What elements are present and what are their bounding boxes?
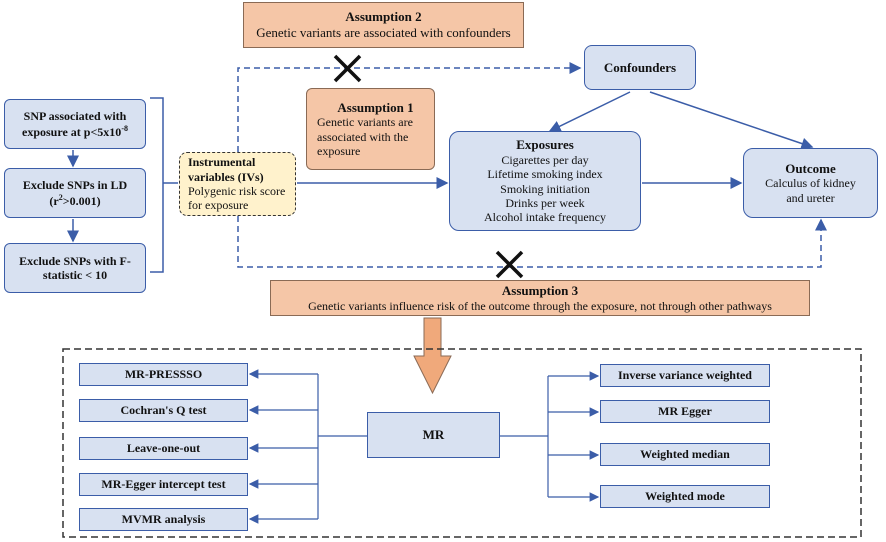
snp-step-2: Exclude SNPs in LD (r2>0.001) bbox=[4, 168, 146, 218]
snp-step-1: SNP associated with exposure at p<5x10-8 bbox=[4, 99, 146, 149]
dashed-path-bottom bbox=[237, 216, 827, 268]
arrow-confounders-exposures bbox=[548, 91, 631, 132]
method-ivw: Inverse variance weighted bbox=[600, 364, 770, 387]
exposures-title: Exposures bbox=[516, 137, 574, 153]
assumption-3-box: Assumption 3 Genetic variants influence … bbox=[270, 280, 810, 316]
method-cochrans-q: Cochran's Q test bbox=[79, 399, 248, 422]
exposure-item: Smoking initiation bbox=[500, 181, 590, 196]
assumption-2-text: Genetic variants are associated with con… bbox=[256, 25, 511, 40]
method-weighted-mode: Weighted mode bbox=[600, 485, 770, 508]
snp-step-2-sup: 2 bbox=[58, 192, 63, 202]
exposure-item: Drinks per week bbox=[505, 195, 585, 210]
snp-step-1-exp: -8 bbox=[121, 123, 128, 133]
assumption-2-box: Assumption 2 Genetic variants are associ… bbox=[243, 2, 524, 48]
ivs-box: Instrumental variables (IVs) Polygenic r… bbox=[179, 152, 296, 216]
down-arrow-to-mr bbox=[413, 317, 452, 395]
ivs-text: Polygenic risk score for exposure bbox=[188, 184, 286, 213]
arrow-confounders-outcome bbox=[649, 91, 814, 150]
snp-step-2-rest: >0.001) bbox=[62, 193, 101, 208]
dashed-path-top bbox=[237, 62, 582, 152]
assumption-3-title: Assumption 3 bbox=[501, 283, 579, 298]
snp-step-2-text: Exclude SNPs in LD bbox=[22, 178, 128, 193]
method-mr-egger: MR Egger bbox=[600, 400, 770, 423]
snp-step-3: Exclude SNPs with F-statistic < 10 bbox=[4, 243, 146, 293]
cross-mark-bottom bbox=[495, 250, 524, 279]
outcome-title: Outcome bbox=[785, 160, 836, 176]
assumption-1-box: Assumption 1 Genetic variants are associ… bbox=[306, 88, 435, 170]
method-mr-presso: MR-PRESSSO bbox=[79, 363, 248, 386]
exposure-item: Alcohol intake frequency bbox=[484, 210, 606, 225]
method-leave-one-out: Leave-one-out bbox=[79, 437, 248, 460]
method-mvmr: MVMR analysis bbox=[79, 508, 248, 531]
exposure-item: Cigarettes per day bbox=[501, 152, 589, 167]
assumption-3-text: Genetic variants influence risk of the o… bbox=[308, 298, 772, 313]
method-mr-egger-intercept: MR-Egger intercept test bbox=[79, 473, 248, 496]
assumption-2-title: Assumption 2 bbox=[345, 9, 422, 25]
assumption-1-title: Assumption 1 bbox=[337, 99, 414, 115]
outcome-text: Calculus of kidney and ureter bbox=[765, 176, 856, 205]
method-weighted-median: Weighted median bbox=[600, 443, 770, 466]
exposures-box: Exposures Cigarettes per day Lifetime sm… bbox=[449, 131, 641, 231]
mr-box: MR bbox=[367, 412, 500, 458]
assumption-1-text: Genetic variants are associated with the… bbox=[317, 115, 413, 158]
outcome-box: Outcome Calculus of kidney and ureter bbox=[743, 148, 878, 218]
snp-step-2-r: (r bbox=[49, 193, 59, 208]
confounders-box: Confounders bbox=[584, 45, 696, 90]
snp-step-3-text: Exclude SNPs with F-statistic < 10 bbox=[19, 253, 131, 282]
exposure-item: Lifetime smoking index bbox=[487, 167, 603, 182]
mr-panel bbox=[62, 348, 862, 538]
cross-mark-top bbox=[333, 54, 362, 83]
ivs-title: Instrumental variables (IVs) bbox=[188, 155, 264, 184]
snp-step-1-text: SNP associated with exposure at p<5x10 bbox=[22, 109, 127, 139]
bracket-steps bbox=[150, 97, 164, 273]
